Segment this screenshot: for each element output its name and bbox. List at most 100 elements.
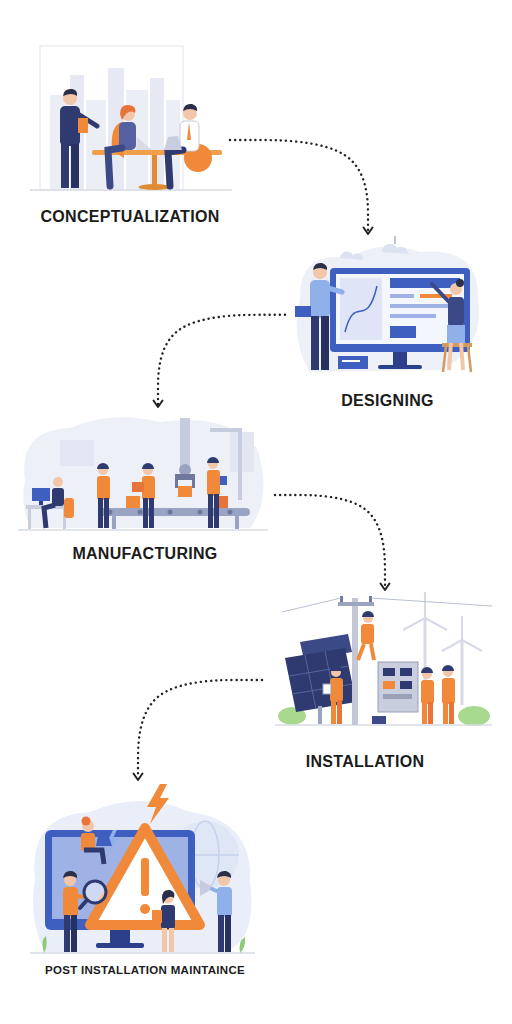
meeting-illustration-part: [71, 144, 79, 188]
design-illustration-part: [338, 356, 368, 369]
design-illustration-part: [443, 346, 446, 372]
design-illustration-part: [342, 360, 360, 362]
installation-illustration-part: [318, 706, 322, 724]
factory-illustration-part: [97, 463, 109, 469]
installation-illustration-part: [361, 624, 374, 644]
factory-illustration-part: [228, 510, 233, 515]
factory-illustration-part: [44, 505, 55, 528]
factory-illustration-part: [149, 498, 154, 528]
design-illustration-part: [295, 306, 311, 317]
design-illustration-part: [313, 263, 327, 270]
factory-illustration-part: [143, 498, 148, 528]
maintenance-illustration-part: [71, 915, 77, 952]
design-illustration-part: [311, 316, 319, 370]
maintenance-illustration-part: [152, 910, 162, 923]
installation-illustration-part: [425, 618, 447, 630]
maintenance-illustration: [30, 784, 255, 953]
design-illustration-part: [310, 280, 330, 318]
maintenance-illustration-part: [63, 887, 78, 917]
maintenance-illustration-part: [96, 943, 144, 948]
meeting-illustration-part: [139, 184, 171, 190]
design-illustration-part: [390, 326, 416, 338]
installation-illustration-part: [428, 702, 433, 724]
factory-illustration-part: [100, 508, 250, 516]
design-illustration-part: [449, 343, 451, 370]
installation-illustration-part: [461, 640, 464, 705]
factory-illustration-part: [175, 480, 178, 488]
design-illustration-part: [432, 284, 449, 302]
installation-illustration-part: [443, 702, 448, 724]
maintenance-illustration-part: [141, 858, 149, 896]
installation-illustration-part: [289, 666, 349, 676]
factory-illustration-part: [208, 494, 213, 528]
installation-illustration-part: [421, 680, 434, 704]
maintenance-illustration-part: [110, 930, 130, 944]
meeting-illustration: [30, 46, 232, 190]
stage-node: POST INSTALLATION MAINTAINCE: [20, 778, 270, 980]
maintenance-illustration-part: [64, 915, 70, 952]
design-illustration-part: [297, 246, 479, 372]
maintenance-illustration-part: [161, 905, 175, 929]
factory-illustration-part: [192, 480, 195, 488]
factory-illustration-part: [126, 496, 140, 508]
installation-illustration-part: [383, 681, 395, 689]
meeting-illustration-part: [61, 144, 69, 188]
factory-illustration-part: [235, 516, 239, 529]
maintenance-illustration-part: [82, 817, 91, 826]
installation-illustration-part: [400, 668, 412, 676]
design-illustration-part: [394, 236, 396, 244]
factory-illustration-part: [60, 440, 94, 466]
design-illustration-part: [321, 316, 329, 370]
installation-illustration-part: [337, 700, 342, 724]
design-illustration-part: [461, 343, 463, 370]
stage-label: POST INSTALLATION MAINTAINCE: [20, 964, 270, 978]
meeting-illustration-part: [168, 150, 183, 186]
maintenance-illustration-part: [140, 904, 150, 914]
maintenance-illustration-part: [96, 834, 112, 846]
maintenance-illustration-part: [162, 928, 167, 952]
meeting-illustration-part: [86, 100, 106, 190]
meeting-illustration-part: [180, 121, 199, 151]
maintenance-illustration-part: [169, 928, 174, 952]
flow-arrow: [275, 495, 385, 588]
factory-illustration-part: [180, 418, 190, 470]
design-illustration-part: [390, 278, 460, 288]
installation-illustration-part: [422, 702, 427, 724]
factory-illustration-part: [53, 477, 63, 487]
meeting-illustration-part: [63, 89, 77, 96]
flow-arrow: [158, 315, 285, 405]
maintenance-illustration-part: [30, 952, 255, 954]
factory-illustration-part: [220, 476, 227, 485]
installation-illustration-part: [421, 667, 433, 673]
factory-illustration-part: [39, 501, 43, 505]
maintenance-illustration-part: [147, 784, 169, 824]
installation-illustration-part: [462, 640, 482, 651]
installation-illustration-part: [424, 592, 426, 618]
factory-illustration-part: [138, 510, 143, 515]
installation-illustration-part: [371, 598, 492, 606]
stage-label: MANUFACTURING: [15, 544, 275, 563]
installation-illustration-part: [282, 598, 341, 612]
design-illustration-part: [456, 279, 464, 287]
stage-label: DESIGNING: [285, 391, 490, 410]
maintenance-illustration-part: [84, 850, 104, 864]
maintenance-illustration-part: [42, 936, 46, 953]
stage-node: INSTALLATION: [262, 588, 468, 773]
installation-illustration-part: [372, 716, 386, 724]
maintenance-illustration-part: [90, 828, 200, 925]
installation-illustration-part: [330, 678, 343, 702]
factory-illustration-part: [112, 516, 116, 529]
installation-illustration-part: [442, 640, 462, 651]
factory-illustration-part: [23, 417, 263, 528]
maintenance-illustration-part: [218, 915, 224, 952]
installation-illustration-part: [285, 648, 356, 712]
installation-illustration-part: [340, 596, 343, 602]
meeting-illustration-part: [40, 46, 183, 190]
installation-illustration-part: [371, 644, 374, 660]
factory-illustration: [18, 417, 268, 530]
installation-illustration: [275, 592, 492, 726]
design-illustration-part: [330, 268, 470, 352]
installation-illustration-part: [358, 644, 364, 660]
design-illustration-part: [468, 346, 471, 372]
